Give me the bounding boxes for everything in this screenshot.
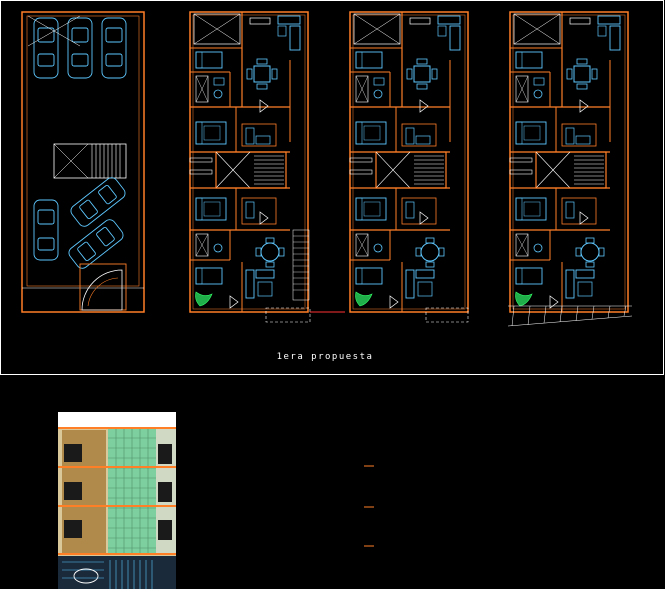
sheet-frame-top (0, 0, 664, 375)
facade-elevation (58, 412, 176, 589)
car-side (33, 199, 59, 261)
car-top-1 (33, 17, 59, 79)
facade-sky (58, 412, 176, 428)
parking-plan (21, 11, 145, 313)
facade-slabs (58, 427, 176, 555)
stair-x-2 (53, 143, 89, 179)
ramp-box (79, 263, 127, 311)
balcony-hatch-lines-1 (293, 235, 309, 291)
floor-plan-1 (189, 11, 345, 323)
parking-stair-treads (91, 144, 121, 178)
void-cross-2 (27, 15, 81, 47)
facade-windows (64, 444, 172, 540)
car-top-3 (101, 17, 127, 79)
facade-car-icon (73, 568, 99, 584)
balcony-hatch-1 (292, 229, 310, 301)
level-marks (364, 465, 374, 547)
car-angled-1 (70, 177, 126, 227)
entry-step-2 (425, 307, 469, 323)
car-angled-2 (68, 219, 124, 269)
floor-plan-3 (507, 11, 633, 327)
ramp-curve-2 (87, 277, 119, 307)
car-top-2 (67, 17, 93, 79)
facade-garage-gate (62, 560, 153, 589)
floor-plan-2 (349, 11, 469, 323)
facade-garage (58, 556, 176, 589)
drawing-caption: 1era propuesta (276, 352, 374, 362)
parking-outline (21, 11, 145, 313)
parking-stair-box (53, 143, 127, 179)
ramp-curve (81, 269, 123, 311)
entry-step-1 (265, 307, 311, 323)
terrace-hatch-3 (507, 305, 633, 327)
parking-inner (26, 15, 140, 287)
